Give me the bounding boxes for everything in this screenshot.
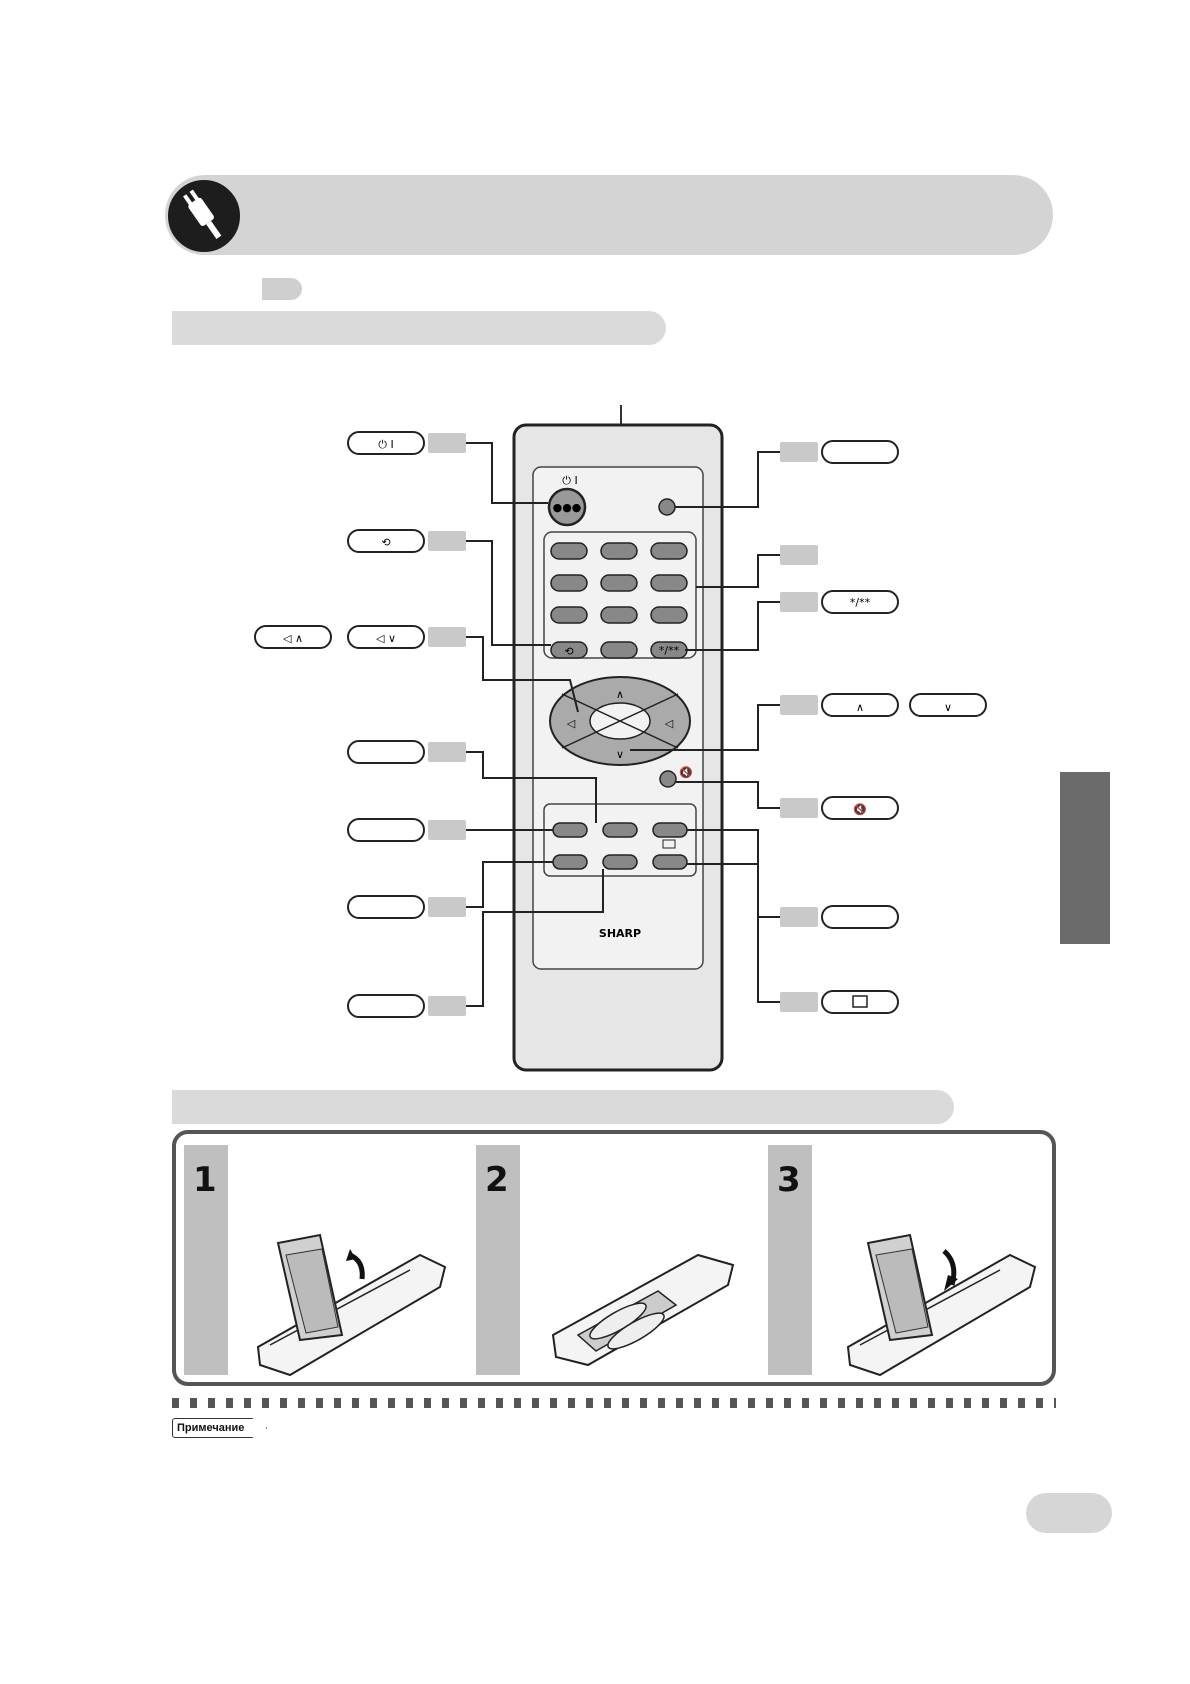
step-number-1: 1 bbox=[193, 1160, 217, 1200]
top-right-button bbox=[658, 498, 676, 516]
svg-text:⏻ I: ⏻ I bbox=[378, 438, 393, 451]
power-glyph: ⏻ I bbox=[562, 474, 577, 487]
battery-step-3-illustration bbox=[846, 1233, 1037, 1377]
brand-logo: SHARP bbox=[599, 927, 641, 940]
step-strip-1 bbox=[184, 1145, 228, 1375]
header-band bbox=[165, 175, 1053, 255]
dotted-separator bbox=[172, 1398, 1056, 1408]
mute-button bbox=[659, 770, 677, 788]
battery-step-2-illustration bbox=[551, 1253, 735, 1367]
battery-steps-frame bbox=[172, 1130, 1056, 1386]
svg-text:●●●: ●●● bbox=[553, 501, 582, 514]
chapter-tab bbox=[1060, 772, 1110, 944]
section-band-remote bbox=[172, 311, 666, 345]
number-keys bbox=[550, 542, 688, 659]
section-band-battery bbox=[172, 1090, 954, 1124]
power-button bbox=[547, 487, 587, 527]
svg-text:🔇: 🔇 bbox=[853, 803, 867, 816]
svg-text:*/**: */** bbox=[850, 596, 871, 609]
svg-text:∧: ∧ bbox=[856, 701, 864, 714]
svg-text:∧: ∧ bbox=[616, 688, 624, 701]
svg-text:◁ ∧: ◁ ∧ bbox=[283, 632, 303, 645]
step-strip-3 bbox=[768, 1145, 812, 1375]
svg-text:🔇: 🔇 bbox=[679, 766, 693, 779]
battery-step-1-illustration bbox=[256, 1233, 447, 1377]
step-number-2: 2 bbox=[485, 1160, 509, 1200]
plug-icon bbox=[165, 177, 243, 255]
svg-text:◁: ◁ bbox=[665, 717, 674, 730]
remote-diagram: ⏻ I ●●● ⟲ */** ∧ ∨ ◁ ◁ 🔇 SHARP bbox=[254, 405, 987, 1072]
svg-text:⟲: ⟲ bbox=[564, 645, 573, 658]
svg-text:⟲: ⟲ bbox=[381, 536, 390, 549]
page-number-oval bbox=[1026, 1493, 1112, 1533]
step-strip-2 bbox=[476, 1145, 520, 1375]
svg-text:∨: ∨ bbox=[616, 748, 624, 761]
note-label: Примечание bbox=[172, 1418, 268, 1438]
step-number-3: 3 bbox=[777, 1160, 801, 1200]
svg-text:*/**: */** bbox=[659, 644, 680, 657]
svg-text:◁: ◁ bbox=[567, 717, 576, 730]
section-tab bbox=[262, 278, 302, 300]
svg-text:∨: ∨ bbox=[944, 701, 952, 714]
svg-text:◁ ∨: ◁ ∨ bbox=[376, 632, 396, 645]
